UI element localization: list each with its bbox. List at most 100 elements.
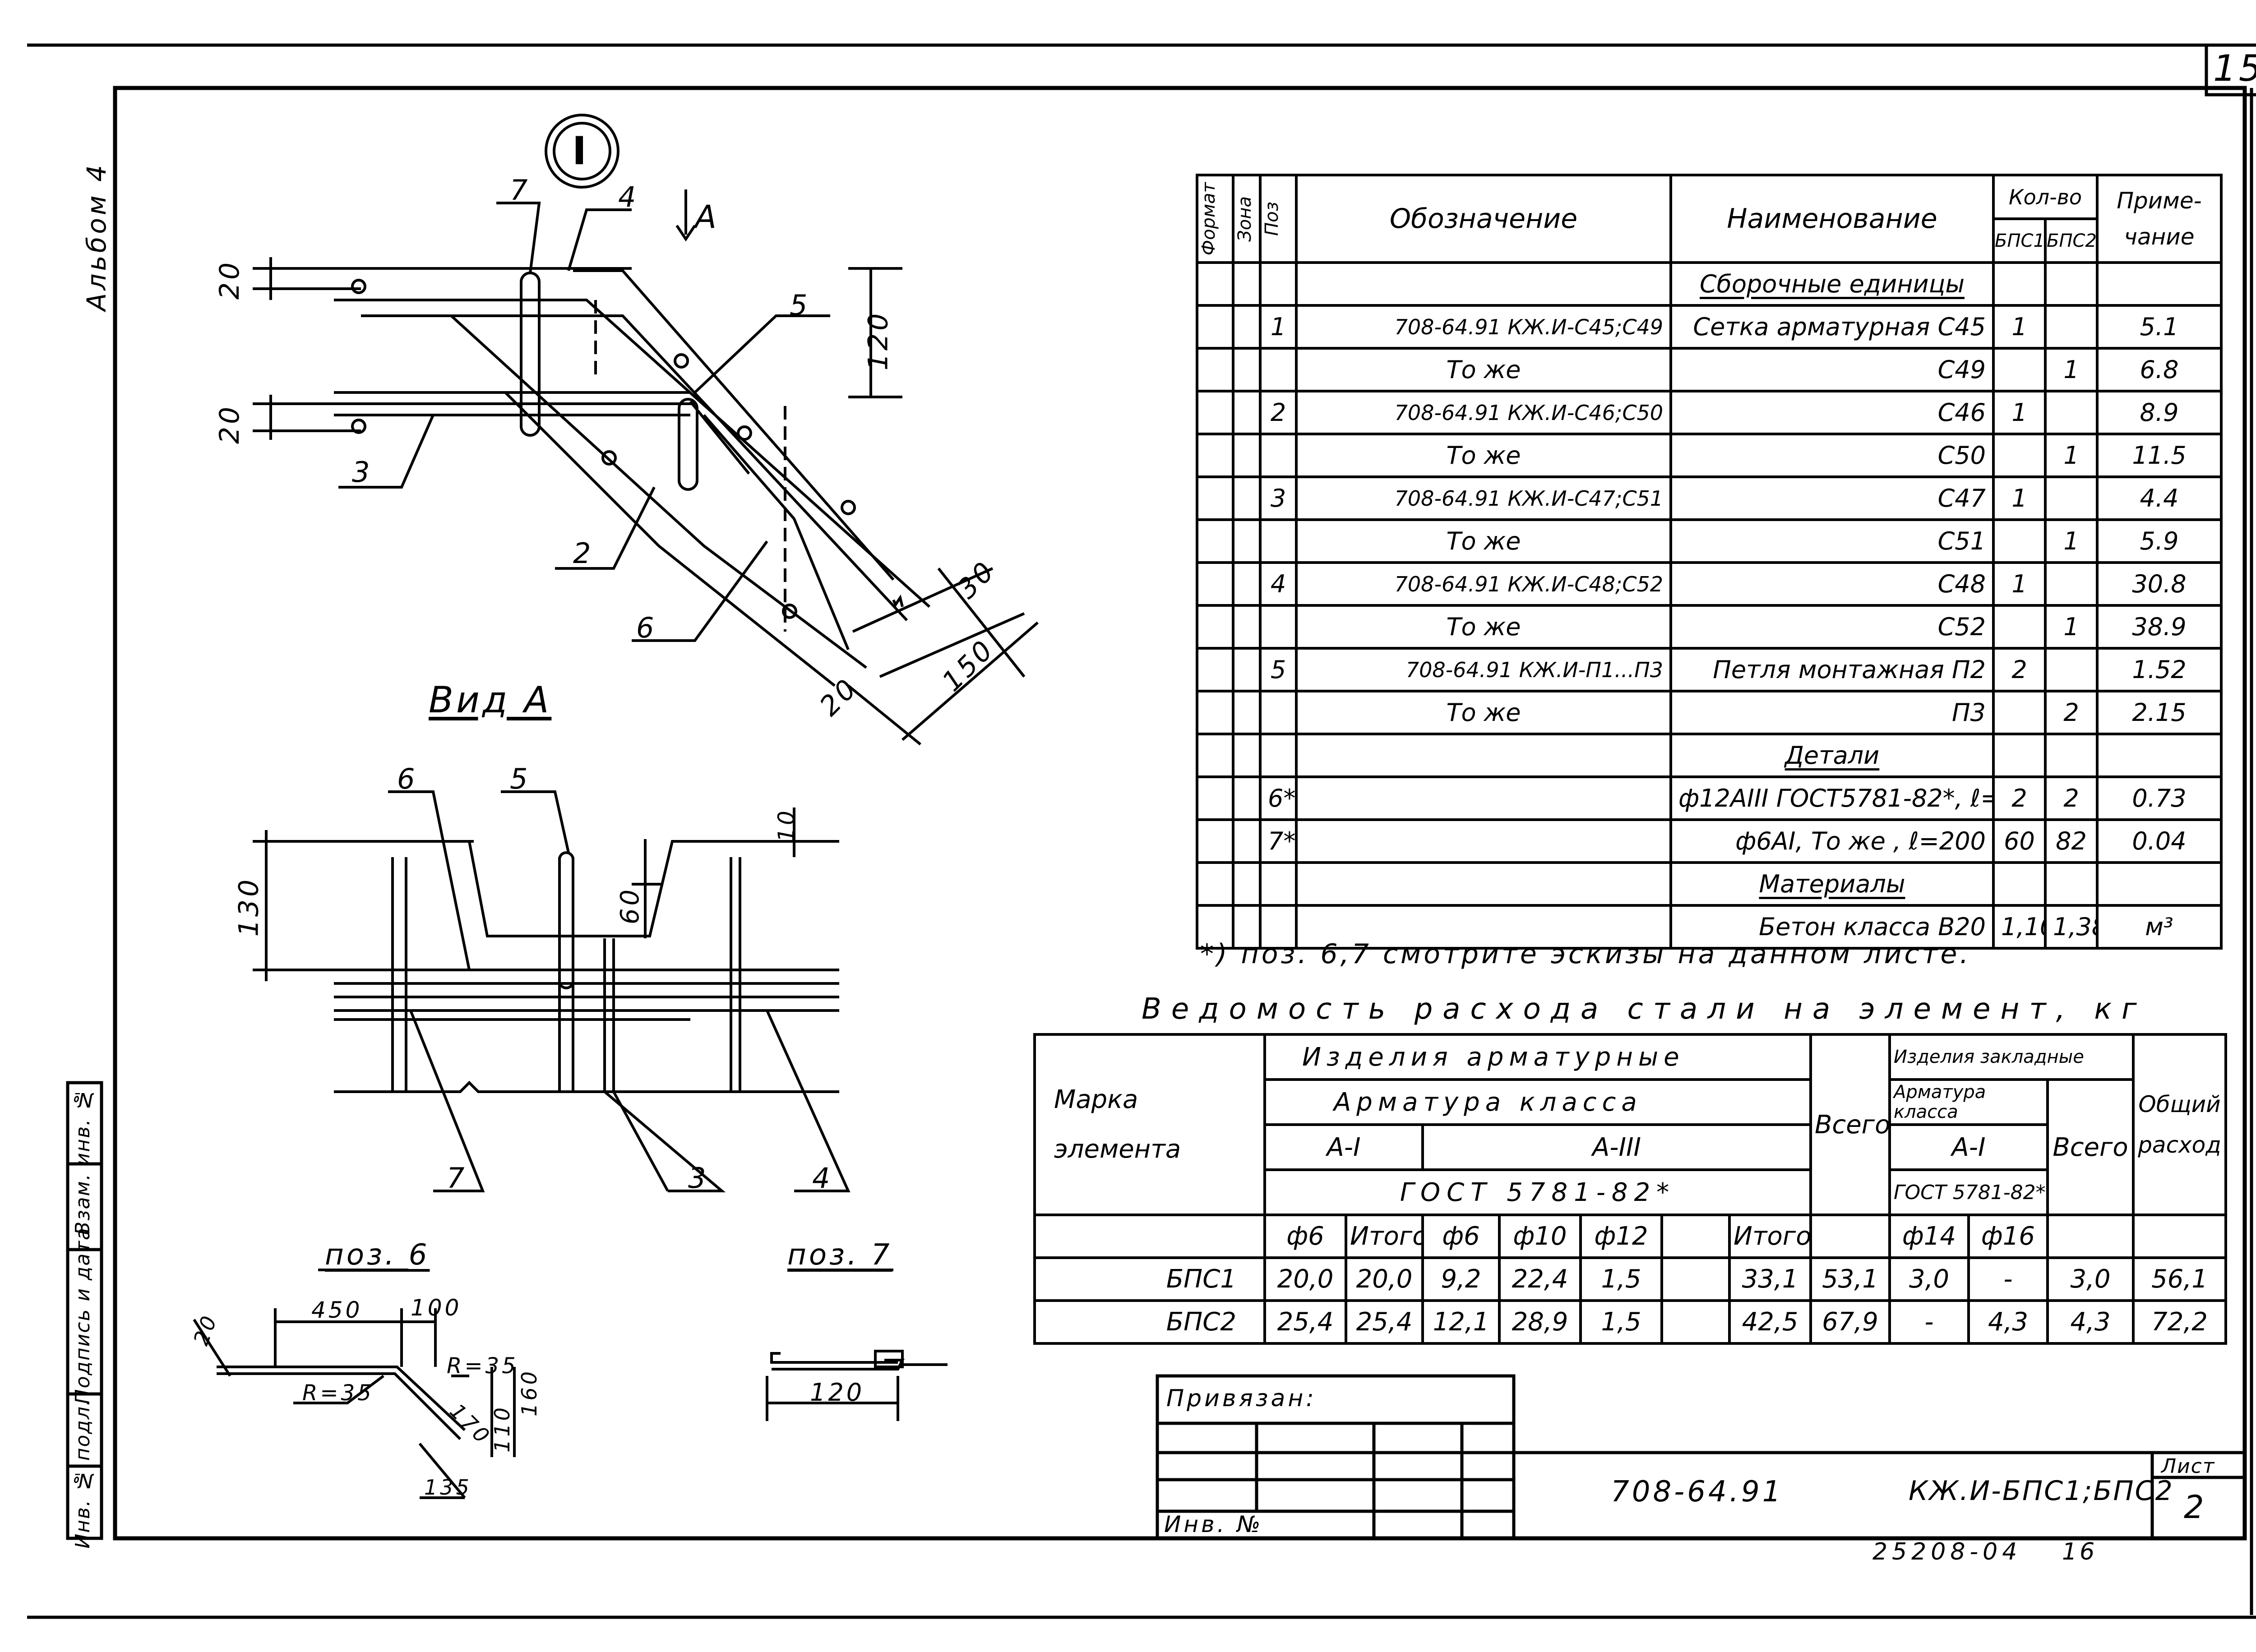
spec-cell-note: 30.8 (2096, 561, 2223, 607)
spec-cell-designation: То же (1295, 518, 1672, 564)
spec-cell-name: ф12АIII ГОСТ5781-82*, ℓ=830 (1669, 775, 1995, 821)
steel-cell: 9,2 (1421, 1256, 1501, 1302)
spec-cell-qty-bps2: 82 (2044, 818, 2099, 864)
spec-cell-qty-bps2: 1 (2044, 347, 2099, 392)
spec-cell-zone (1232, 861, 1262, 907)
spec-cell-qty-bps2: 2 (2044, 690, 2099, 735)
spec-cell-zone (1232, 818, 1262, 864)
view-a-leader-4: 4 (812, 1162, 833, 1195)
spec-cell-designation: То же (1295, 690, 1672, 735)
steel-cell: 56,1 (2132, 1256, 2227, 1302)
section-marker-circle (545, 114, 619, 189)
spec-cell-note: м³ (2096, 904, 2223, 950)
spec-cell-designation: То же (1295, 604, 1672, 650)
spec-cell-name: Детали (1669, 733, 1995, 778)
spec-cell-note: 11.5 (2096, 433, 2223, 478)
spec-cell-name: Бетон класса В20 (1669, 904, 1995, 950)
specification-table: Формат Зона Поз Обозначение Наименование… (1196, 174, 2223, 950)
view-a-drawing (253, 790, 851, 1192)
steel-cell: 3,0 (2046, 1256, 2135, 1302)
spec-row: 6*ф12АIII ГОСТ5781-82*, ℓ=830220.73 (1196, 775, 2223, 821)
spec-cell-note (2096, 861, 2223, 907)
spec-cell-designation: 708-64.91 КЖ.И-С45;С49 (1295, 304, 1672, 350)
steel-header-a1: А-I (1263, 1123, 1424, 1171)
spec-cell-pos: 6* (1259, 775, 1298, 821)
spec-cell-note: 5.9 (2096, 518, 2223, 564)
spec-cell-zone (1232, 561, 1262, 607)
steel-col-blank (1660, 1214, 1731, 1259)
steel-cell: 1,5 (1579, 1299, 1663, 1345)
steel-header-gost2: ГОСТ 5781-82* (1888, 1168, 2049, 1216)
spec-cell-qty-bps2: 2 (2044, 775, 2099, 821)
steel-cell: 42,5 (1728, 1299, 1812, 1345)
spec-cell-qty-bps1 (1992, 261, 2047, 307)
spec-cell-name: С50 (1669, 433, 1995, 478)
spec-cell-name: Сетка арматурная С45 (1669, 304, 1995, 350)
steel-cell: 4,3 (1967, 1299, 2049, 1345)
steel-columns-row: ф6 Итого ф6 ф10 ф12 Итого ф14 ф16 (1033, 1214, 2227, 1259)
steel-cell: 53,1 (1809, 1256, 1891, 1302)
spec-cell-qty-bps1: 1 (1992, 475, 2047, 521)
spec-cell-format (1196, 647, 1234, 692)
steel-col-f6: ф6 (1263, 1214, 1347, 1259)
spec-header-row: Формат Зона Поз Обозначение Наименование… (1196, 174, 2223, 264)
steel-header-class: Арматура класса (1263, 1078, 1812, 1126)
stamp-code: 708-64.91 (1611, 1475, 1784, 1509)
dim-20-top: 20 (214, 259, 246, 300)
spec-cell-pos (1259, 690, 1298, 735)
spec-cell-qty-bps1: 2 (1992, 775, 2047, 821)
spec-cell-qty-bps2 (2044, 304, 2099, 350)
spec-cell-qty-bps2: 1 (2044, 518, 2099, 564)
spec-cell-format (1196, 733, 1234, 778)
steel-col-f14: ф14 (1888, 1214, 1970, 1259)
leader-5: 5 (790, 289, 810, 322)
spec-cell-pos (1259, 604, 1298, 650)
spec-cell-designation (1295, 775, 1672, 821)
steel-cell: 33,1 (1728, 1256, 1812, 1302)
view-a-dim-60: 60 (615, 886, 645, 925)
section-drawing (253, 114, 1039, 746)
spec-cell-designation (1295, 818, 1672, 864)
spec-cell-zone (1232, 304, 1262, 350)
spec-cell-zone (1232, 347, 1262, 392)
steel-header-mark: Марка элемента (1033, 1033, 1266, 1216)
steel-cell: 67,9 (1809, 1299, 1891, 1345)
spec-cell-name: С48 (1669, 561, 1995, 607)
spec-cell-zone (1232, 518, 1262, 564)
steel-col-f12: ф12 (1579, 1214, 1663, 1259)
steel-table: Марка элемента Изделия арматурные Всего … (1033, 1033, 2227, 1345)
detail6-dim-135: 135 (424, 1475, 472, 1500)
steel-cell: - (1967, 1256, 2049, 1302)
steel-cell: 72,2 (2132, 1299, 2227, 1345)
spec-cell-qty-bps2 (2044, 861, 2099, 907)
spec-row: Детали (1196, 733, 2223, 778)
spec-cell-qty-bps2 (2044, 390, 2099, 435)
spec-cell-zone (1232, 261, 1262, 307)
spec-cell-pos (1259, 261, 1298, 307)
detail6-dim-100: 100 (411, 1295, 462, 1321)
detail7-title: поз. 7 (787, 1238, 892, 1272)
steel-header-group2: Изделия закладные (1888, 1033, 2135, 1081)
steel-cell: 28,9 (1498, 1299, 1582, 1345)
spec-cell-pos: 1 (1259, 304, 1298, 350)
detail7-drawing (766, 1269, 948, 1421)
steel-title: Ведомость расхода стали на элемент, кг (1142, 992, 2147, 1026)
stamp-mark: КЖ.И-БПС1;БПС2 (1909, 1475, 2174, 1507)
spec-cell-qty-bps2: 1,38 (2044, 904, 2099, 950)
spec-cell-qty-bps1 (1992, 733, 2047, 778)
spec-cell-format (1196, 561, 1234, 607)
spec-cell-zone (1232, 904, 1262, 950)
view-a-leader-7: 7 (447, 1162, 467, 1195)
spec-cell-zone (1232, 690, 1262, 735)
spec-header-pos: Поз (1259, 174, 1298, 264)
spec-cell-qty-bps1 (1992, 604, 2047, 650)
steel-cell: 4,3 (2046, 1299, 2135, 1345)
spec-cell-name: П3 (1669, 690, 1995, 735)
